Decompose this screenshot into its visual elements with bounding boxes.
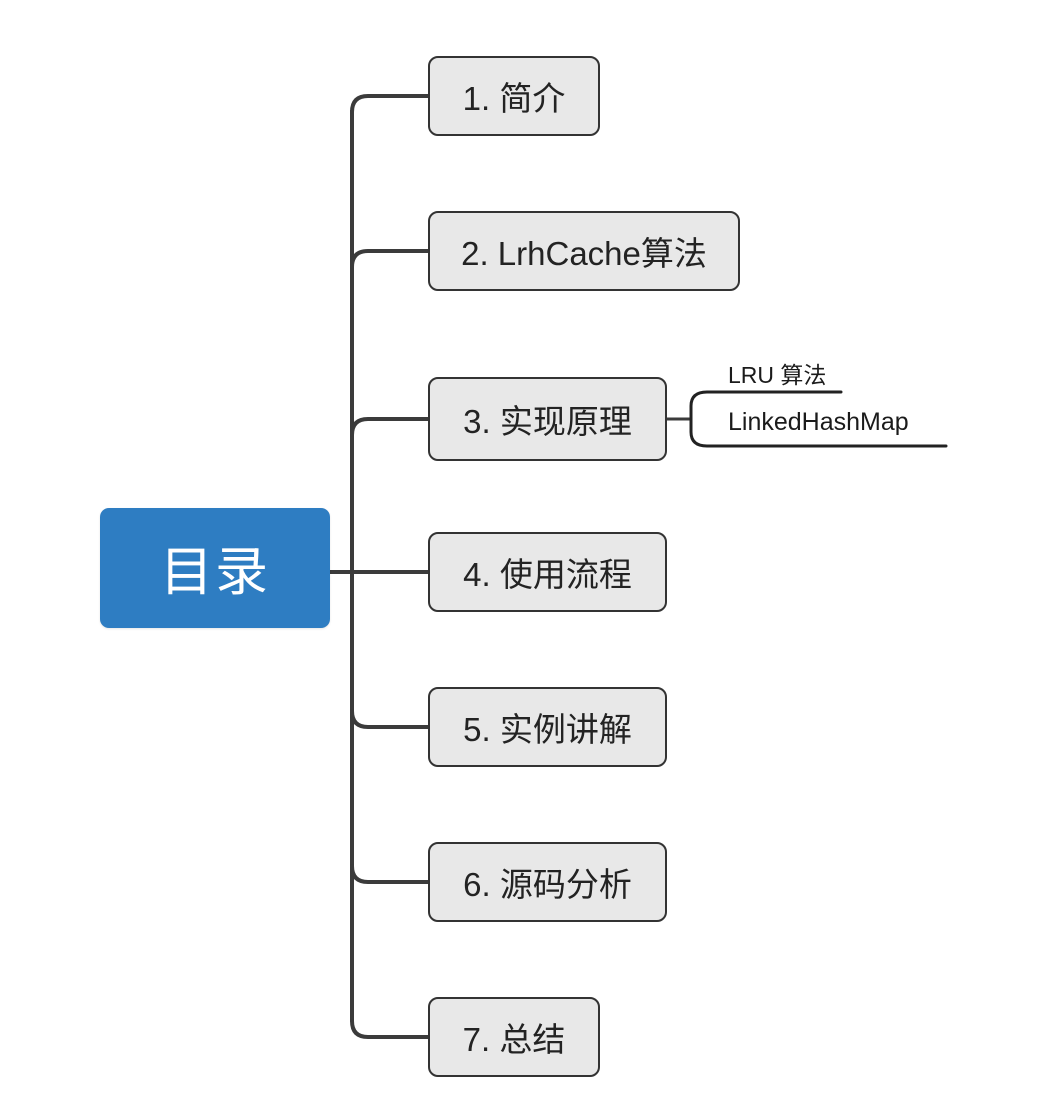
- branch-node-7-label: 7. 总结: [462, 1021, 566, 1058]
- branch-node-4-label: 4. 使用流程: [463, 556, 632, 593]
- branch-node-5-label: 5. 实例讲解: [463, 711, 632, 748]
- connector-branch-2: [350, 249, 430, 269]
- branch-node-2[interactable]: 2. LrhCache算法: [428, 211, 740, 291]
- connector-branch-6: [350, 864, 430, 884]
- connector-branch-5: [350, 709, 430, 729]
- connector-branch-7: [350, 1019, 430, 1039]
- branch-node-3-label: 3. 实现原理: [463, 403, 632, 440]
- connector-branch-3: [350, 417, 430, 437]
- branch-node-2-label: 2. LrhCache算法: [461, 235, 707, 272]
- branch-node-1[interactable]: 1. 简介: [428, 56, 600, 136]
- subbranch-label-linkedhashmap-text: LinkedHashMap: [728, 407, 909, 436]
- subbranch-label-linkedhashmap[interactable]: LinkedHashMap: [728, 406, 909, 438]
- root-node-label: 目录: [160, 543, 270, 602]
- branch-node-3[interactable]: 3. 实现原理: [428, 377, 667, 461]
- branch-node-5[interactable]: 5. 实例讲解: [428, 687, 667, 767]
- branch-node-7[interactable]: 7. 总结: [428, 997, 600, 1077]
- connector-branch-1: [350, 94, 430, 114]
- subbranch-label-lru[interactable]: LRU 算法: [728, 358, 826, 388]
- branch-node-4[interactable]: 4. 使用流程: [428, 532, 667, 612]
- branch-node-1-label: 1. 简介: [462, 80, 566, 117]
- root-node[interactable]: 目录: [100, 508, 330, 628]
- subbranch-label-lru-text: LRU 算法: [728, 362, 827, 388]
- branch-node-6-label: 6. 源码分析: [463, 866, 632, 903]
- branch-node-6[interactable]: 6. 源码分析: [428, 842, 667, 922]
